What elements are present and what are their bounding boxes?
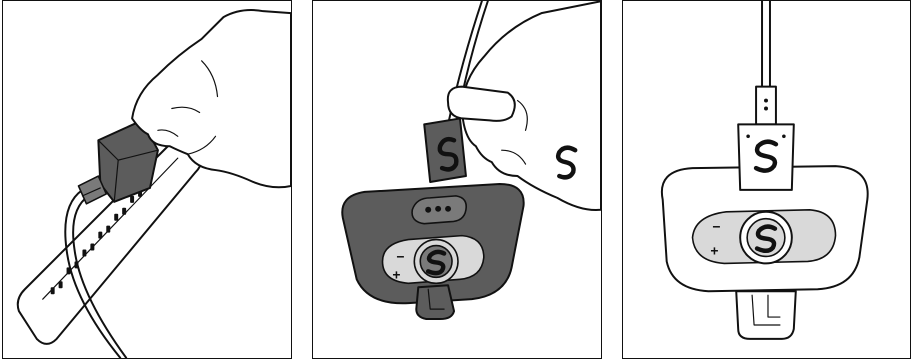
plus-label: + <box>710 242 718 258</box>
panel-connected: − + <box>622 0 911 359</box>
minus-label: − <box>712 219 720 235</box>
tracker-device: − + <box>342 184 523 319</box>
tracker-device: − + <box>662 166 868 339</box>
magnetic-connector <box>424 118 466 182</box>
plug-in-illustration <box>3 1 291 358</box>
hand-icon <box>448 1 601 210</box>
magnetic-connector <box>738 124 794 190</box>
panel-attach-cable: − + <box>312 0 602 359</box>
panel-plug-in <box>2 0 292 359</box>
plus-label: + <box>392 266 400 282</box>
attach-cable-illustration: − + <box>313 1 601 358</box>
connected-illustration: − + <box>623 1 910 358</box>
minus-label: − <box>396 248 404 264</box>
